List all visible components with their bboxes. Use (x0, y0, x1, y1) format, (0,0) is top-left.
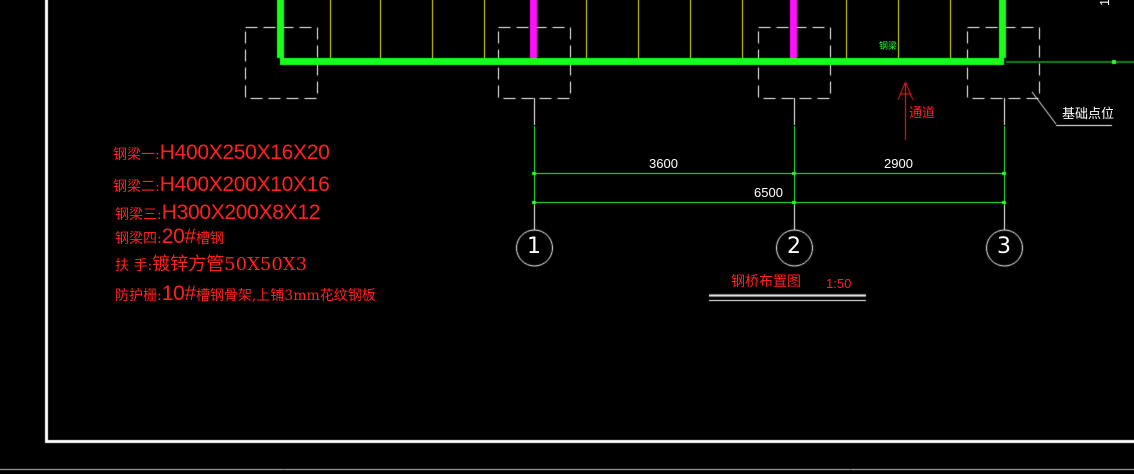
axis-label-3: 3 (997, 234, 1011, 259)
note-handrail: 扶 手:镀锌方管50X50X3 (115, 254, 308, 275)
axis-label-2: 2 (787, 234, 801, 259)
note-steel-beam-4: 钢梁四:20#槽钢 (115, 225, 224, 248)
dimension-3600: 3600 (649, 156, 678, 171)
axis-label-1: 1 (527, 234, 541, 259)
note-guard-grating: 防护栅:10#槽钢骨架,上铺3mm花纹钢板 (115, 282, 376, 305)
note-steel-beam-1: 钢梁一:H400X250X16X20 (113, 141, 330, 164)
passage-label: 通道 (909, 106, 936, 121)
beam-tag: 钢梁 (879, 42, 898, 52)
drawing-title: 钢桥布置图 (731, 274, 801, 290)
note-steel-beam-2: 钢梁二:H400X200X10X16 (113, 173, 330, 196)
note-steel-beam-3: 钢梁三:H300X200X8X12 (115, 201, 321, 224)
dimension-2900: 2900 (884, 156, 913, 171)
dimension-6500: 6500 (754, 185, 783, 200)
dimension-1500: 1500 (1097, 0, 1112, 6)
foundation-point-label: 基础点位 (1062, 107, 1115, 122)
drawing-scale: 1:50 (826, 276, 852, 291)
